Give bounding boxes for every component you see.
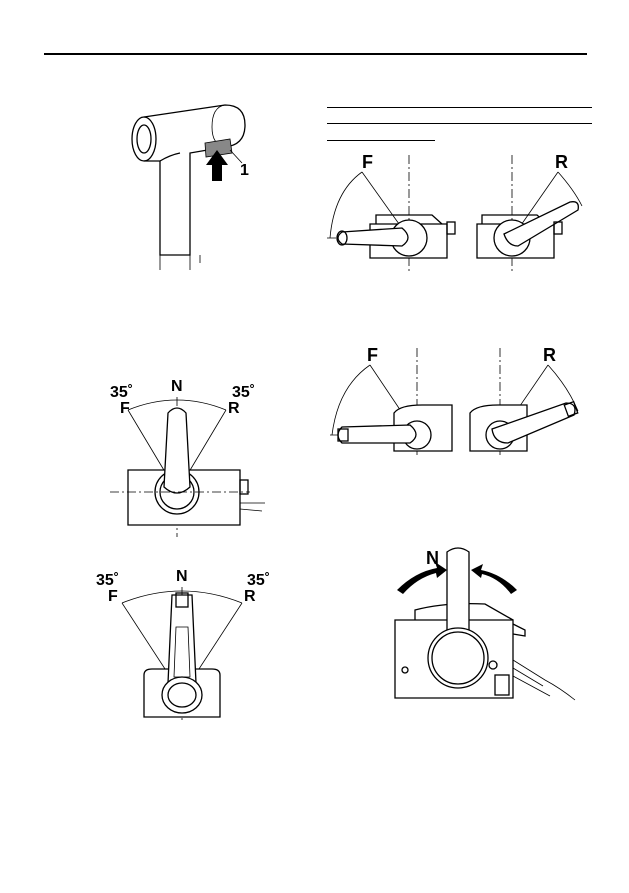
reverse-label: R [244, 588, 256, 605]
binnacle-side-figure: N 35˚ 35˚ F R [110, 378, 265, 537]
binnacle-side-drawing [110, 397, 265, 537]
header-rule [44, 53, 587, 55]
up-arrow-icon [206, 150, 228, 181]
reverse-label: R [543, 345, 556, 365]
reverse-label: R [228, 400, 240, 417]
reverse-label: R [555, 152, 568, 172]
left-shift-arrow-icon [397, 562, 447, 594]
forward-label: F [108, 588, 118, 605]
section-rule-1 [327, 107, 592, 108]
throttle-grip-drawing [131, 104, 246, 270]
side-mount-bottom-reverse [469, 348, 579, 455]
binnacle-front-figure: N 35˚ 35˚ F R [96, 568, 270, 723]
forward-label: F [120, 400, 130, 417]
callout-leader [229, 149, 243, 164]
throttle-grip-figure: 1 [131, 104, 249, 270]
forward-label: F [362, 152, 373, 172]
right-angle-label: 35˚ [232, 384, 255, 401]
binnacle-front-drawing [121, 587, 243, 723]
remote-control-box-drawing [394, 547, 576, 701]
right-shift-arrow-icon [471, 564, 517, 594]
section-rule-2 [327, 123, 592, 124]
neutral-label: N [171, 378, 183, 395]
section-rule-3 [327, 140, 435, 141]
side-mount-bottom-forward [330, 348, 453, 455]
right-angle-label: 35˚ [247, 572, 270, 589]
forward-label: F [367, 345, 378, 365]
side-mount-top-reverse [476, 155, 583, 272]
side-mount-top-figure: F R [327, 152, 583, 272]
left-angle-label: 35˚ [110, 384, 133, 401]
side-mount-bottom-figure: F R [330, 345, 579, 455]
callout-number: 1 [240, 162, 249, 179]
neutral-label: N [176, 568, 188, 585]
left-angle-label: 35˚ [96, 572, 119, 589]
side-mount-top-forward [327, 155, 456, 272]
neutral-label: N [426, 548, 439, 568]
remote-control-box-figure: N [394, 547, 576, 701]
